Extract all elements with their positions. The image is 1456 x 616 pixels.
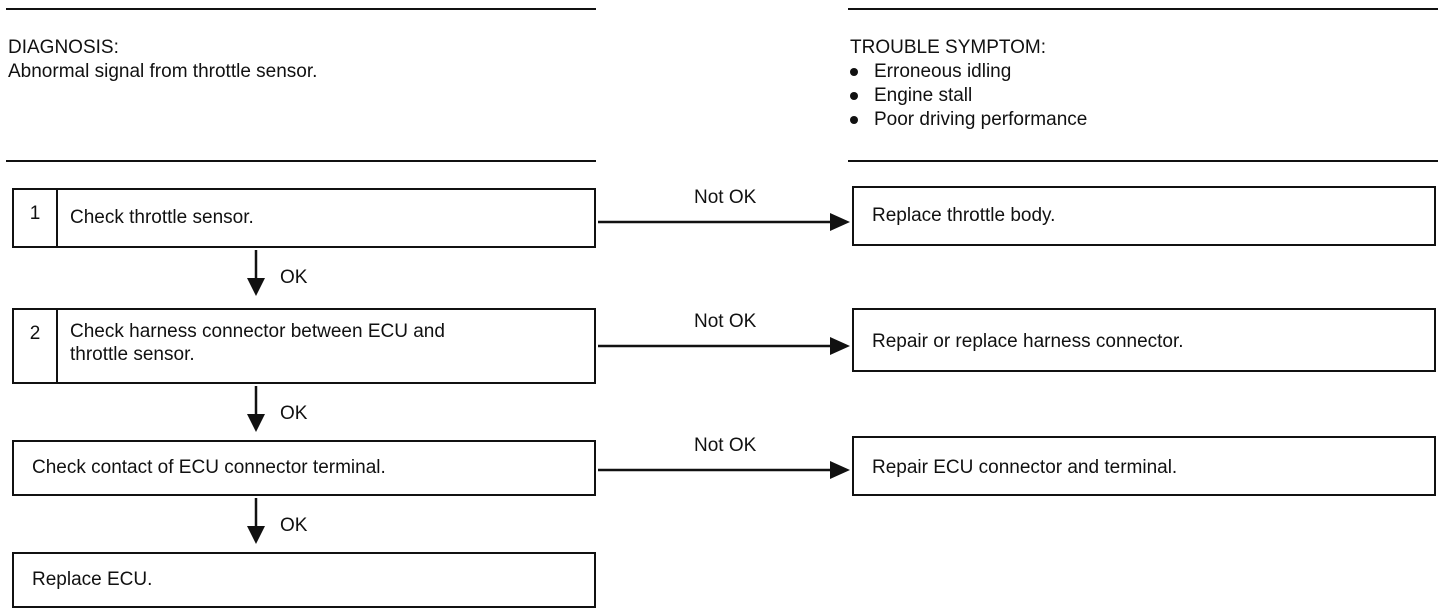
remedy-box-2: Repair or replace harness connector. [852,308,1436,372]
top-rule-left [6,8,596,10]
step-3-box: Check contact of ECU connector terminal. [12,440,596,496]
step-number: 2 [14,310,58,382]
step-4-box: Replace ECU. [12,552,596,608]
bullet-icon [850,116,858,124]
top-rule-right [848,8,1438,10]
right-arrow-icon [598,461,850,479]
diagnosis-text: Abnormal signal from throttle sensor. [8,61,318,82]
right-arrow-icon [598,337,850,355]
remedy-label: Replace throttle body. [872,205,1056,226]
step-label-line-1: Check harness connector between ECU and [70,321,445,342]
symptom-item: Poor driving performance [846,108,1087,132]
ok-label: OK [280,515,308,536]
symptom-item: Engine stall [846,84,1087,108]
right-arrow-icon [598,213,850,231]
trouble-symptom-list: Erroneous idling Engine stall Poor drivi… [846,60,1087,132]
not-ok-label: Not OK [694,435,757,456]
step-2-box: 2 Check harness connector between ECU an… [12,308,596,384]
remedy-label: Repair ECU connector and terminal. [872,457,1178,478]
symptom-label: Poor driving performance [874,109,1088,130]
symptom-label: Erroneous idling [874,61,1012,82]
step-label-line-2: throttle sensor. [70,344,195,365]
not-ok-label: Not OK [694,187,757,208]
ok-label: OK [280,403,308,424]
remedy-box-1: Replace throttle body. [852,186,1436,246]
step-number: 1 [14,190,58,246]
symptom-item: Erroneous idling [846,60,1087,84]
ok-label: OK [280,267,308,288]
down-arrow-icon [247,250,265,296]
step-label: Replace ECU. [32,569,153,590]
mid-rule-left [6,160,596,162]
down-arrow-icon [247,386,265,432]
diagnosis-heading: DIAGNOSIS: [8,37,119,58]
step-1-box: 1 Check throttle sensor. [12,188,596,248]
step-label: Check contact of ECU connector terminal. [32,457,386,478]
remedy-label: Repair or replace harness connector. [872,331,1184,352]
not-ok-label: Not OK [694,311,757,332]
down-arrow-icon [247,498,265,544]
bullet-icon [850,68,858,76]
step-label: Check throttle sensor. [70,207,254,228]
remedy-box-3: Repair ECU connector and terminal. [852,436,1436,496]
symptom-label: Engine stall [874,85,973,106]
bullet-icon [850,92,858,100]
mid-rule-right [848,160,1438,162]
trouble-symptom-heading: TROUBLE SYMPTOM: [850,37,1047,58]
